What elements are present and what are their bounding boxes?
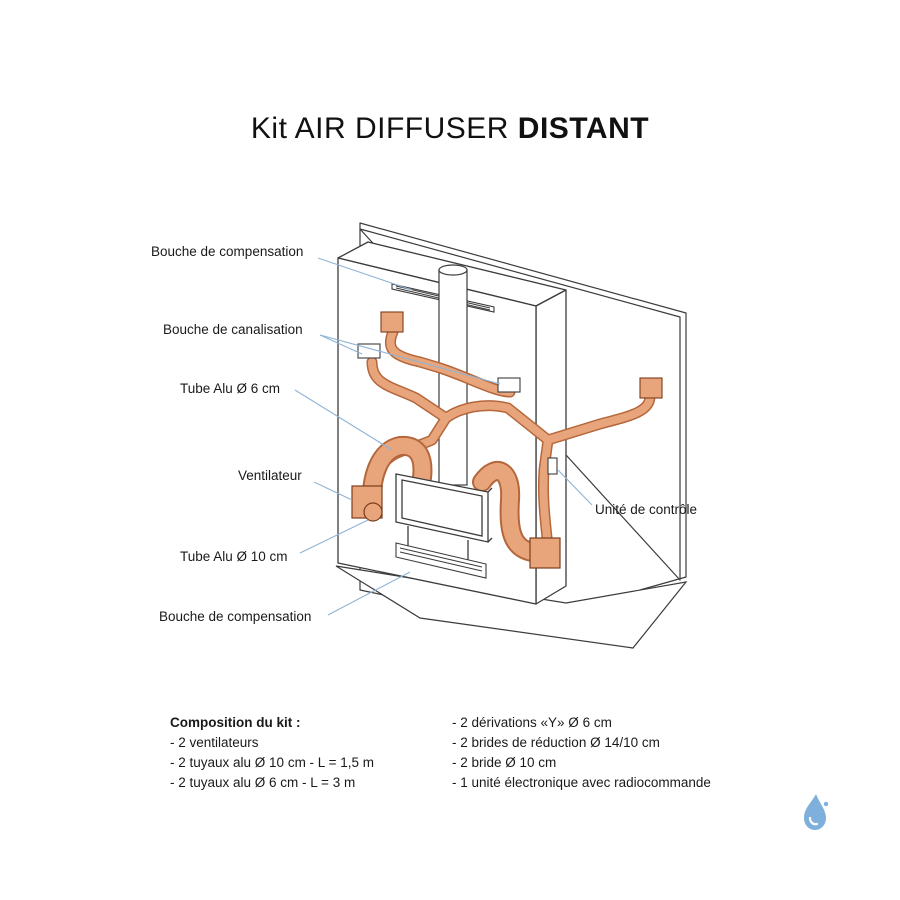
compensation-grille-bottom <box>395 542 487 579</box>
channel-outlets <box>357 311 663 399</box>
kit-item: - 2 brides de réduction Ø 14/10 cm <box>452 735 660 750</box>
duct-network-10cm <box>361 435 542 562</box>
kit-item: - 2 dérivations «Y» Ø 6 cm <box>452 715 612 730</box>
title-strong: DISTANT <box>517 112 650 145</box>
label-bouche-compensation-bottom: Bouche de compensation <box>159 609 312 624</box>
kit-item: - 1 unité électronique avec radiocommand… <box>452 775 711 790</box>
kit-heading: Composition du kit : <box>170 715 301 730</box>
fireplace-insert <box>395 473 493 562</box>
kit-item: - 2 bride Ø 10 cm <box>452 755 557 770</box>
fan-right <box>529 537 561 569</box>
label-unite-controle: Unité de contrôle <box>595 502 698 517</box>
fan-left <box>351 485 383 522</box>
kit-item: - 2 tuyaux alu Ø 10 cm - L = 1,5 m <box>170 755 374 770</box>
title-prefix: Kit AIR DIFFUSER <box>250 112 518 145</box>
page-title: Kit AIR DIFFUSER DISTANT <box>0 112 900 146</box>
label-tube-6cm: Tube Alu Ø 6 cm <box>180 381 281 396</box>
kit-item: - 2 tuyaux alu Ø 6 cm - L = 3 m <box>170 775 356 790</box>
label-ventilateur: Ventilateur <box>238 468 302 483</box>
water-drop-logo-icon <box>804 794 829 830</box>
kit-composition-right: - 2 dérivations «Y» Ø 6 cm - 2 brides de… <box>452 713 711 793</box>
label-bouche-canalisation: Bouche de canalisation <box>163 322 303 337</box>
label-bouche-compensation-top: Bouche de compensation <box>151 244 304 259</box>
control-unit <box>547 457 558 475</box>
kit-item: - 2 ventilateurs <box>170 735 259 750</box>
kit-composition-left: Composition du kit : - 2 ventilateurs - … <box>170 713 374 793</box>
leader-lines <box>294 257 593 616</box>
label-tube-10cm: Tube Alu Ø 10 cm <box>180 549 288 564</box>
